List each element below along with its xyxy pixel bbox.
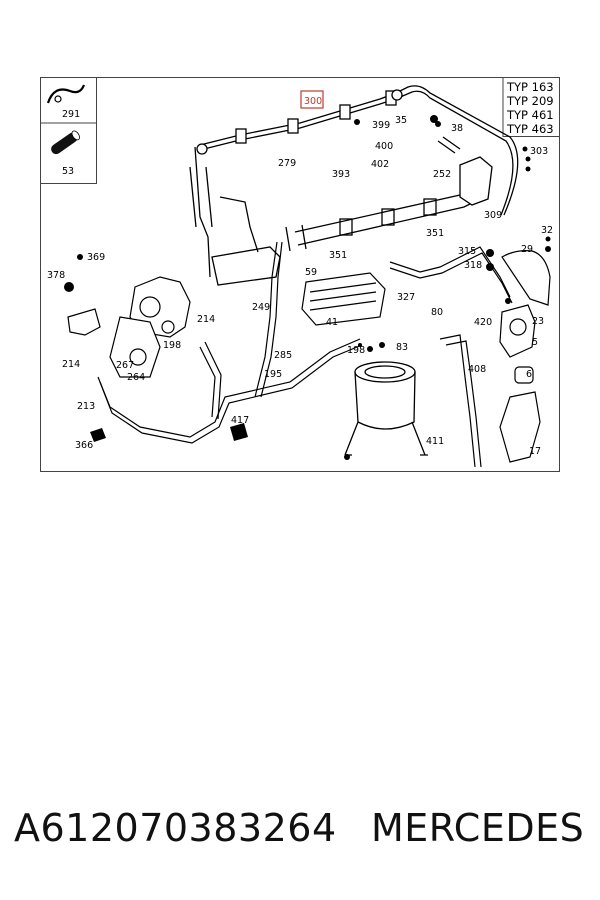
highlight-box xyxy=(300,90,324,109)
part-label: 309 xyxy=(484,210,502,221)
high-pressure-pump xyxy=(67,276,191,378)
part-label: 198 xyxy=(347,345,365,356)
part-label: 399 xyxy=(372,120,390,131)
part-label: 23 xyxy=(532,316,544,327)
part-label: 83 xyxy=(396,342,408,353)
caption: A612070383264 MERCEDES xyxy=(0,806,600,866)
common-rail xyxy=(285,136,493,252)
part-label: 303 xyxy=(530,146,548,157)
type-box xyxy=(502,77,560,137)
part-label: 32 xyxy=(541,225,553,236)
part-label: 6 xyxy=(526,369,532,380)
fuel-thermostat xyxy=(499,250,551,463)
part-label: 38 xyxy=(451,123,463,134)
diagram-frame xyxy=(40,77,560,472)
part-number: A612070383264 xyxy=(14,806,337,850)
part-label: 264 xyxy=(127,372,145,383)
diagram-labels: 291 53 TYP 163 TYP 209 TYP 461 TYP 463 3… xyxy=(47,80,554,457)
typ-line: TYP 209 xyxy=(506,94,554,108)
part-label: 318 xyxy=(464,260,482,271)
part-label: 41 xyxy=(326,317,338,328)
part-label: 80 xyxy=(431,307,443,318)
part-label: 351 xyxy=(426,228,444,239)
typ-line: TYP 163 xyxy=(506,80,554,94)
part-label: 29 xyxy=(521,244,533,255)
part-label: 417 xyxy=(231,415,249,426)
part-label: 369 xyxy=(87,252,105,263)
typ-line: TYP 461 xyxy=(506,108,554,122)
part-label: 327 xyxy=(397,292,415,303)
part-label: 17 xyxy=(529,446,541,457)
part-label: 35 xyxy=(395,115,407,126)
fuel-lines-lower xyxy=(97,241,363,444)
inset-panel xyxy=(40,77,97,184)
part-label: 285 xyxy=(274,350,292,361)
part-label: 411 xyxy=(426,436,444,447)
return-lines xyxy=(389,246,513,468)
part-label: 214 xyxy=(62,359,80,370)
part-label: 59 xyxy=(305,267,317,278)
part-label: 213 xyxy=(77,401,95,412)
part-label: 252 xyxy=(433,169,451,180)
part-label: 366 xyxy=(75,440,93,451)
part-label: 408 xyxy=(468,364,486,375)
inset-label-53: 53 xyxy=(62,166,74,177)
part-label: 5 xyxy=(532,337,538,348)
part-label: 351 xyxy=(329,250,347,261)
fuel-cooler xyxy=(301,272,386,326)
part-label: 279 xyxy=(278,158,296,169)
injector-rail xyxy=(196,85,519,216)
part-label: 195 xyxy=(264,369,282,380)
inset-label-291: 291 xyxy=(62,109,80,120)
part-label: 420 xyxy=(474,317,492,328)
part-label: 315 xyxy=(458,246,476,257)
part-label: 402 xyxy=(371,159,389,170)
part-label: 378 xyxy=(47,270,65,281)
brand-name: MERCEDES xyxy=(371,806,585,850)
part-label: 214 xyxy=(197,314,215,325)
highlighted-part-label: 300 xyxy=(304,96,322,107)
left-injector-assembly xyxy=(189,146,281,286)
typ-line: TYP 463 xyxy=(506,122,554,136)
part-label: 198 xyxy=(163,340,181,351)
part-label: 393 xyxy=(332,169,350,180)
fuel-system-exploded-diagram xyxy=(40,77,560,472)
part-label: 249 xyxy=(252,302,270,313)
part-label: 400 xyxy=(375,141,393,152)
part-label: 267 xyxy=(116,360,134,371)
small-fittings xyxy=(64,115,551,460)
